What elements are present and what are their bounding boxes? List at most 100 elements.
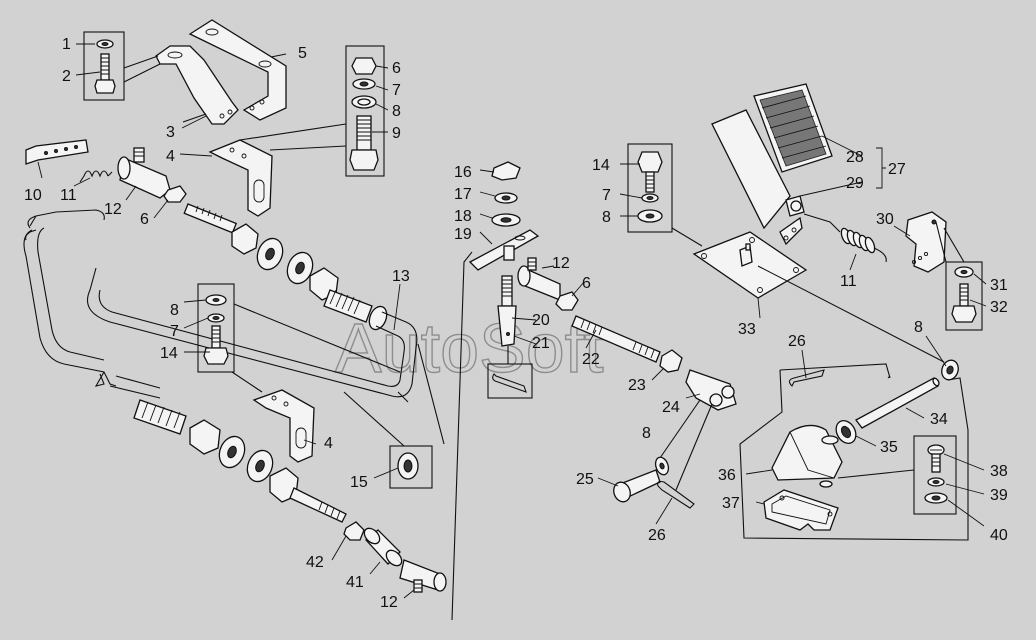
label-18: 18 (454, 208, 472, 225)
cable-nut-upper-1 (231, 223, 259, 255)
part-clamp-12-bottom (399, 559, 447, 593)
part-bolt-14-lower (211, 325, 221, 349)
label-36: 36 (718, 467, 736, 484)
label-7-top: 7 (392, 82, 401, 99)
label-6-mid: 6 (582, 275, 591, 292)
label-1: 1 (62, 36, 71, 53)
box-part-15 (389, 445, 433, 489)
part-nut-16 (491, 161, 521, 181)
part-nut-6 (351, 57, 377, 75)
part-clamp-12-top (117, 147, 171, 199)
label-42: 42 (306, 554, 324, 571)
label-28: 28 (846, 149, 864, 166)
label-12-top: 12 (104, 201, 122, 218)
label-24: 24 (662, 399, 680, 416)
part-bracket-30 (905, 211, 947, 273)
part-shaft-34 (855, 377, 939, 429)
part-grommet-15 (343, 391, 433, 489)
label-13: 13 (392, 268, 410, 285)
part-housing-36 (771, 424, 843, 481)
label-38: 38 (990, 463, 1008, 480)
label-11-left: 11 (60, 187, 77, 204)
bracket-assembly-top (83, 19, 287, 125)
box-parts-6-9 (345, 45, 385, 177)
label-7-lower: 7 (170, 323, 179, 340)
label-2: 2 (62, 68, 71, 85)
label-31: 31 (990, 277, 1008, 294)
label-4-top: 4 (166, 148, 175, 165)
leader-lines (37, 43, 987, 599)
part-splitpin-26a (657, 480, 695, 509)
part-pedal-27 (711, 109, 791, 230)
part-pin-21 (497, 305, 517, 347)
box-parts-8-7-14 (197, 283, 235, 373)
label-22: 22 (582, 351, 600, 368)
part-spring-11-pedal (840, 227, 887, 263)
label-10: 10 (24, 187, 42, 204)
part-nut-23 (659, 349, 683, 373)
lower-panel-outline (779, 363, 891, 379)
part-rod-22 (571, 315, 661, 363)
label-8-clevis: 8 (642, 425, 651, 442)
label-5: 5 (298, 45, 307, 62)
part-bracket-4-lower (252, 389, 315, 463)
label-11-pedal: 11 (840, 273, 857, 290)
label-8-top: 8 (392, 103, 401, 120)
label-16: 16 (454, 164, 472, 181)
label-23: 23 (628, 377, 646, 394)
label-27: 27 (888, 161, 906, 178)
label-35: 35 (880, 439, 898, 456)
label-32: 32 (990, 299, 1008, 316)
fastener-set-8-7-14 (197, 283, 401, 393)
part-link-rod (803, 213, 841, 233)
label-4-lower: 4 (324, 435, 333, 452)
box-parts-38-40 (913, 435, 957, 515)
lever-assembly (468, 161, 737, 509)
box-parts-31-32 (945, 261, 983, 331)
label-37: 37 (722, 495, 740, 512)
label-25: 25 (576, 471, 594, 488)
cable-assembly-13 (23, 203, 445, 523)
label-21: 21 (532, 335, 550, 352)
part-splitpin-26b (788, 369, 825, 387)
part-nut-6-cable (163, 185, 187, 203)
label-6-top: 6 (392, 60, 401, 77)
label-14-lower: 14 (160, 345, 178, 362)
part-stud-20 (501, 275, 513, 307)
label-9: 9 (392, 125, 401, 142)
box-parts-1-2 (83, 31, 125, 101)
label-14-pedal: 14 (592, 157, 610, 174)
label-26-left: 26 (648, 527, 666, 544)
cable-nut-lower-1 (189, 419, 221, 455)
label-33: 33 (738, 321, 756, 338)
part-pin-stub (503, 245, 515, 261)
label-6-cable: 6 (140, 211, 149, 228)
box-splitpin-21 (487, 363, 533, 399)
label-19: 19 (454, 226, 472, 243)
fastener-set-6-9 (345, 45, 385, 177)
part-bracket-4-top (208, 123, 347, 217)
part-clevis-24 (685, 369, 737, 411)
part-bolt-32 (959, 283, 969, 307)
part-strip-10 (25, 139, 89, 165)
label-15: 15 (350, 474, 368, 491)
label-8-pedal: 8 (602, 209, 611, 226)
part-bracket-5 (188, 19, 287, 121)
label-12-mid: 12 (552, 255, 570, 272)
part-baseplate-33 (692, 231, 808, 299)
section-divider (451, 251, 473, 621)
label-39: 39 (990, 487, 1008, 504)
part-nut-6-mid (555, 291, 579, 311)
part-bolt-14-head (637, 151, 663, 173)
label-30: 30 (876, 211, 894, 228)
label-26-right: 26 (788, 333, 806, 350)
label-12-bottom: 12 (380, 594, 398, 611)
pedal-assembly (627, 83, 983, 541)
label-29: 29 (846, 175, 864, 192)
label-34: 34 (930, 411, 948, 428)
part-fitting-41 (363, 527, 403, 567)
part-labels: 1 2 3 4 5 6 7 8 9 10 11 12 6 13 8 7 14 4… (24, 36, 1008, 611)
label-7-pedal: 7 (602, 187, 611, 204)
label-41: 41 (346, 574, 364, 591)
